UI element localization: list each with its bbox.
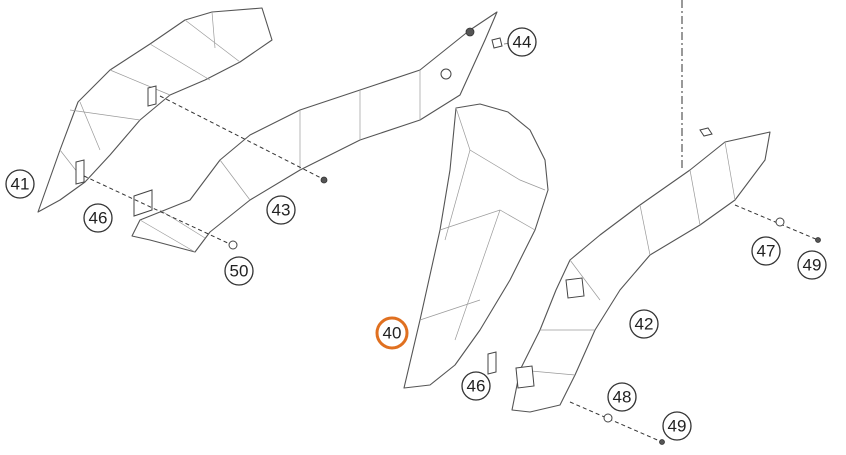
screw-49-icon [815, 237, 821, 243]
nut-icon [228, 240, 238, 250]
svg-text:49: 49 [668, 417, 687, 436]
leader-line [569, 401, 663, 443]
svg-text:48: 48 [613, 388, 632, 407]
svg-text:41: 41 [11, 175, 30, 194]
svg-text:50: 50 [230, 262, 249, 281]
callout-42: 42 [629, 309, 659, 339]
part-41-side-panel [37, 7, 273, 213]
svg-text:49: 49 [803, 256, 822, 275]
callout-49: 49 [797, 250, 827, 280]
svg-text:42: 42 [635, 315, 654, 334]
washer-47-icon [775, 217, 785, 227]
callout-48: 48 [607, 382, 637, 412]
svg-text:40: 40 [383, 324, 402, 343]
callout-50: 50 [224, 256, 254, 286]
screw-49b-icon [659, 439, 665, 445]
callout-44: 44 [507, 27, 537, 57]
callout-46: 46 [83, 203, 113, 233]
washer-48-icon [603, 413, 613, 423]
callout-40-highlighted: 40 [375, 316, 409, 350]
svg-text:46: 46 [89, 209, 108, 228]
callout-47: 47 [751, 236, 781, 266]
bolt-44-icon [491, 37, 503, 49]
callout-43: 43 [266, 195, 296, 225]
leader-line [83, 175, 233, 246]
leader-line [159, 95, 326, 181]
screw-icon [320, 176, 328, 184]
callout-49: 49 [662, 411, 692, 441]
svg-text:47: 47 [757, 242, 776, 261]
svg-text:44: 44 [513, 33, 532, 52]
part-40-spoiler [403, 103, 549, 389]
svg-text:46: 46 [467, 377, 486, 396]
callout-41: 41 [5, 169, 35, 199]
part-42-side-panel [487, 127, 771, 413]
callout-46: 46 [461, 371, 491, 401]
svg-text:43: 43 [272, 201, 291, 220]
